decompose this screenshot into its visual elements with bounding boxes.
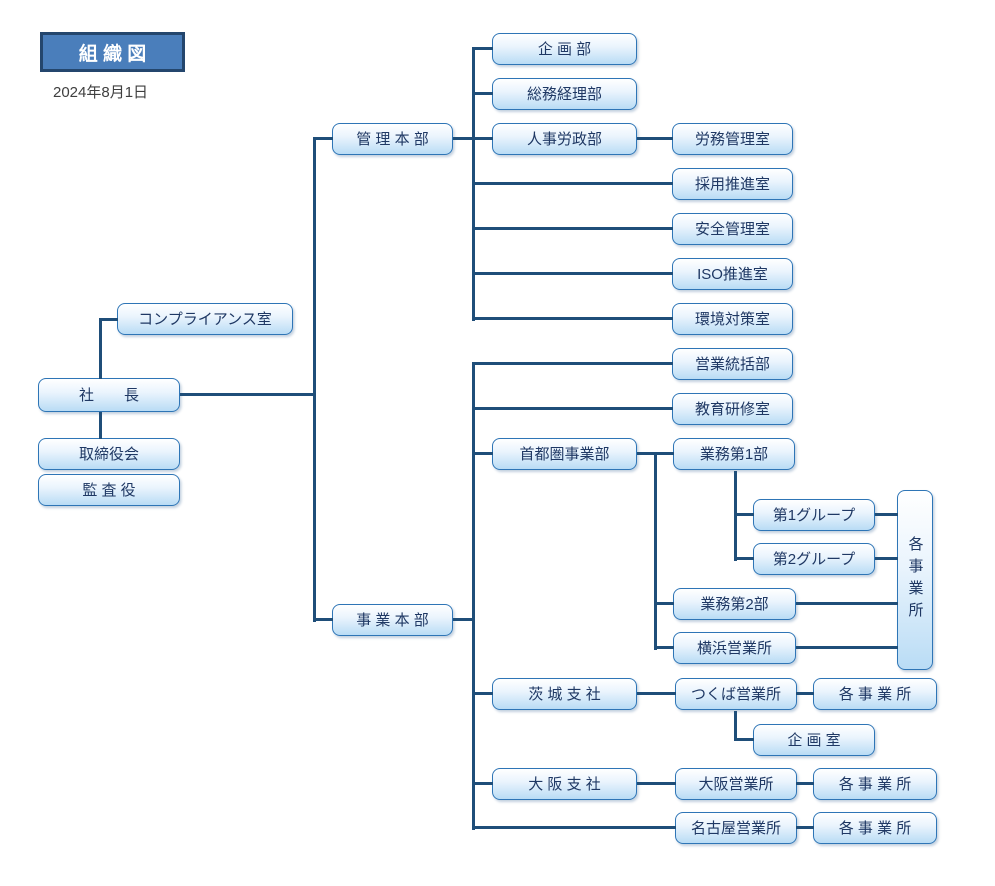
page-title: 組 織 図 (40, 32, 185, 72)
node-planning-dept: 企 画 部 (492, 33, 637, 65)
connector-line (99, 412, 102, 439)
connector-line (313, 138, 316, 622)
node-board-of-directors: 取締役会 (38, 438, 180, 470)
connector-line (99, 318, 118, 321)
node-environment-office: 環境対策室 (672, 303, 793, 335)
connector-line (796, 782, 814, 785)
connector-line (472, 782, 493, 785)
connector-line (472, 272, 673, 275)
connector-line (796, 602, 898, 605)
connector-line (654, 453, 657, 650)
node-recruitment-office: 採用推進室 (672, 168, 793, 200)
connector-line (637, 452, 674, 455)
connector-line (472, 92, 493, 95)
connector-line (734, 738, 754, 741)
connector-line (875, 513, 898, 516)
node-safety-management-office: 安全管理室 (672, 213, 793, 245)
node-admin-headquarters: 管 理 本 部 (332, 123, 453, 155)
connector-line (472, 47, 493, 50)
connector-line (313, 618, 333, 621)
connector-line (654, 646, 674, 649)
node-metropolitan-business-div: 首都圏事業部 (492, 438, 637, 470)
node-president: 社 長 (38, 378, 180, 412)
node-each-business-site-1: 各 事 業 所 (813, 678, 937, 710)
node-auditor: 監 査 役 (38, 474, 180, 506)
connector-line (734, 513, 754, 516)
node-operations-dept-2: 業務第2部 (673, 588, 796, 620)
connector-line (453, 618, 474, 621)
node-group-1: 第1グループ (753, 499, 875, 531)
node-sales-supervision-dept: 営業統括部 (672, 348, 793, 380)
connector-line (99, 318, 102, 379)
connector-line (313, 137, 333, 140)
node-nagoya-sales-office: 名古屋営業所 (675, 812, 797, 844)
connector-line (734, 471, 737, 561)
connector-line (796, 692, 814, 695)
node-each-business-site-3: 各 事 業 所 (813, 812, 937, 844)
node-group-2: 第2グループ (753, 543, 875, 575)
node-iso-promotion-office: ISO推進室 (672, 258, 793, 290)
node-each-business-site-2: 各 事 業 所 (813, 768, 937, 800)
connector-line (654, 602, 674, 605)
connector-line (637, 692, 676, 695)
node-training-office: 教育研修室 (672, 393, 793, 425)
chart-date: 2024年8月1日 (53, 84, 149, 101)
connector-line (472, 826, 676, 829)
node-tsukuba-sales-office: つくば営業所 (675, 678, 797, 710)
connector-line (734, 557, 754, 560)
connector-line (472, 452, 493, 455)
connector-line (472, 227, 673, 230)
node-yokohama-sales-office: 横浜営業所 (673, 632, 796, 664)
connector-line (180, 393, 314, 396)
connector-line (796, 646, 898, 649)
connector-line (875, 557, 898, 560)
connector-line (472, 362, 673, 365)
node-operations-dept-1: 業務第1部 (673, 438, 795, 470)
node-business-headquarters: 事 業 本 部 (332, 604, 453, 636)
connector-line (637, 782, 676, 785)
node-general-affairs-accounting-dept: 総務経理部 (492, 78, 637, 110)
node-planning-office: 企 画 室 (753, 724, 875, 756)
connector-line (472, 182, 673, 185)
node-ibaraki-branch: 茨 城 支 社 (492, 678, 637, 710)
node-osaka-branch: 大 阪 支 社 (492, 768, 637, 800)
connector-line (734, 711, 737, 741)
node-labor-management-office: 労務管理室 (672, 123, 793, 155)
node-hr-labor-dept: 人事労政部 (492, 123, 637, 155)
connector-line (472, 363, 475, 830)
connector-line (472, 317, 673, 320)
node-compliance-office: コンプライアンス室 (117, 303, 293, 335)
connector-line (637, 137, 673, 140)
connector-line (453, 137, 493, 140)
node-each-business-site-vertical: 各事業所 (897, 490, 933, 670)
node-osaka-sales-office: 大阪営業所 (675, 768, 797, 800)
connector-line (472, 692, 493, 695)
connector-line (796, 826, 814, 829)
connector-line (472, 407, 673, 410)
